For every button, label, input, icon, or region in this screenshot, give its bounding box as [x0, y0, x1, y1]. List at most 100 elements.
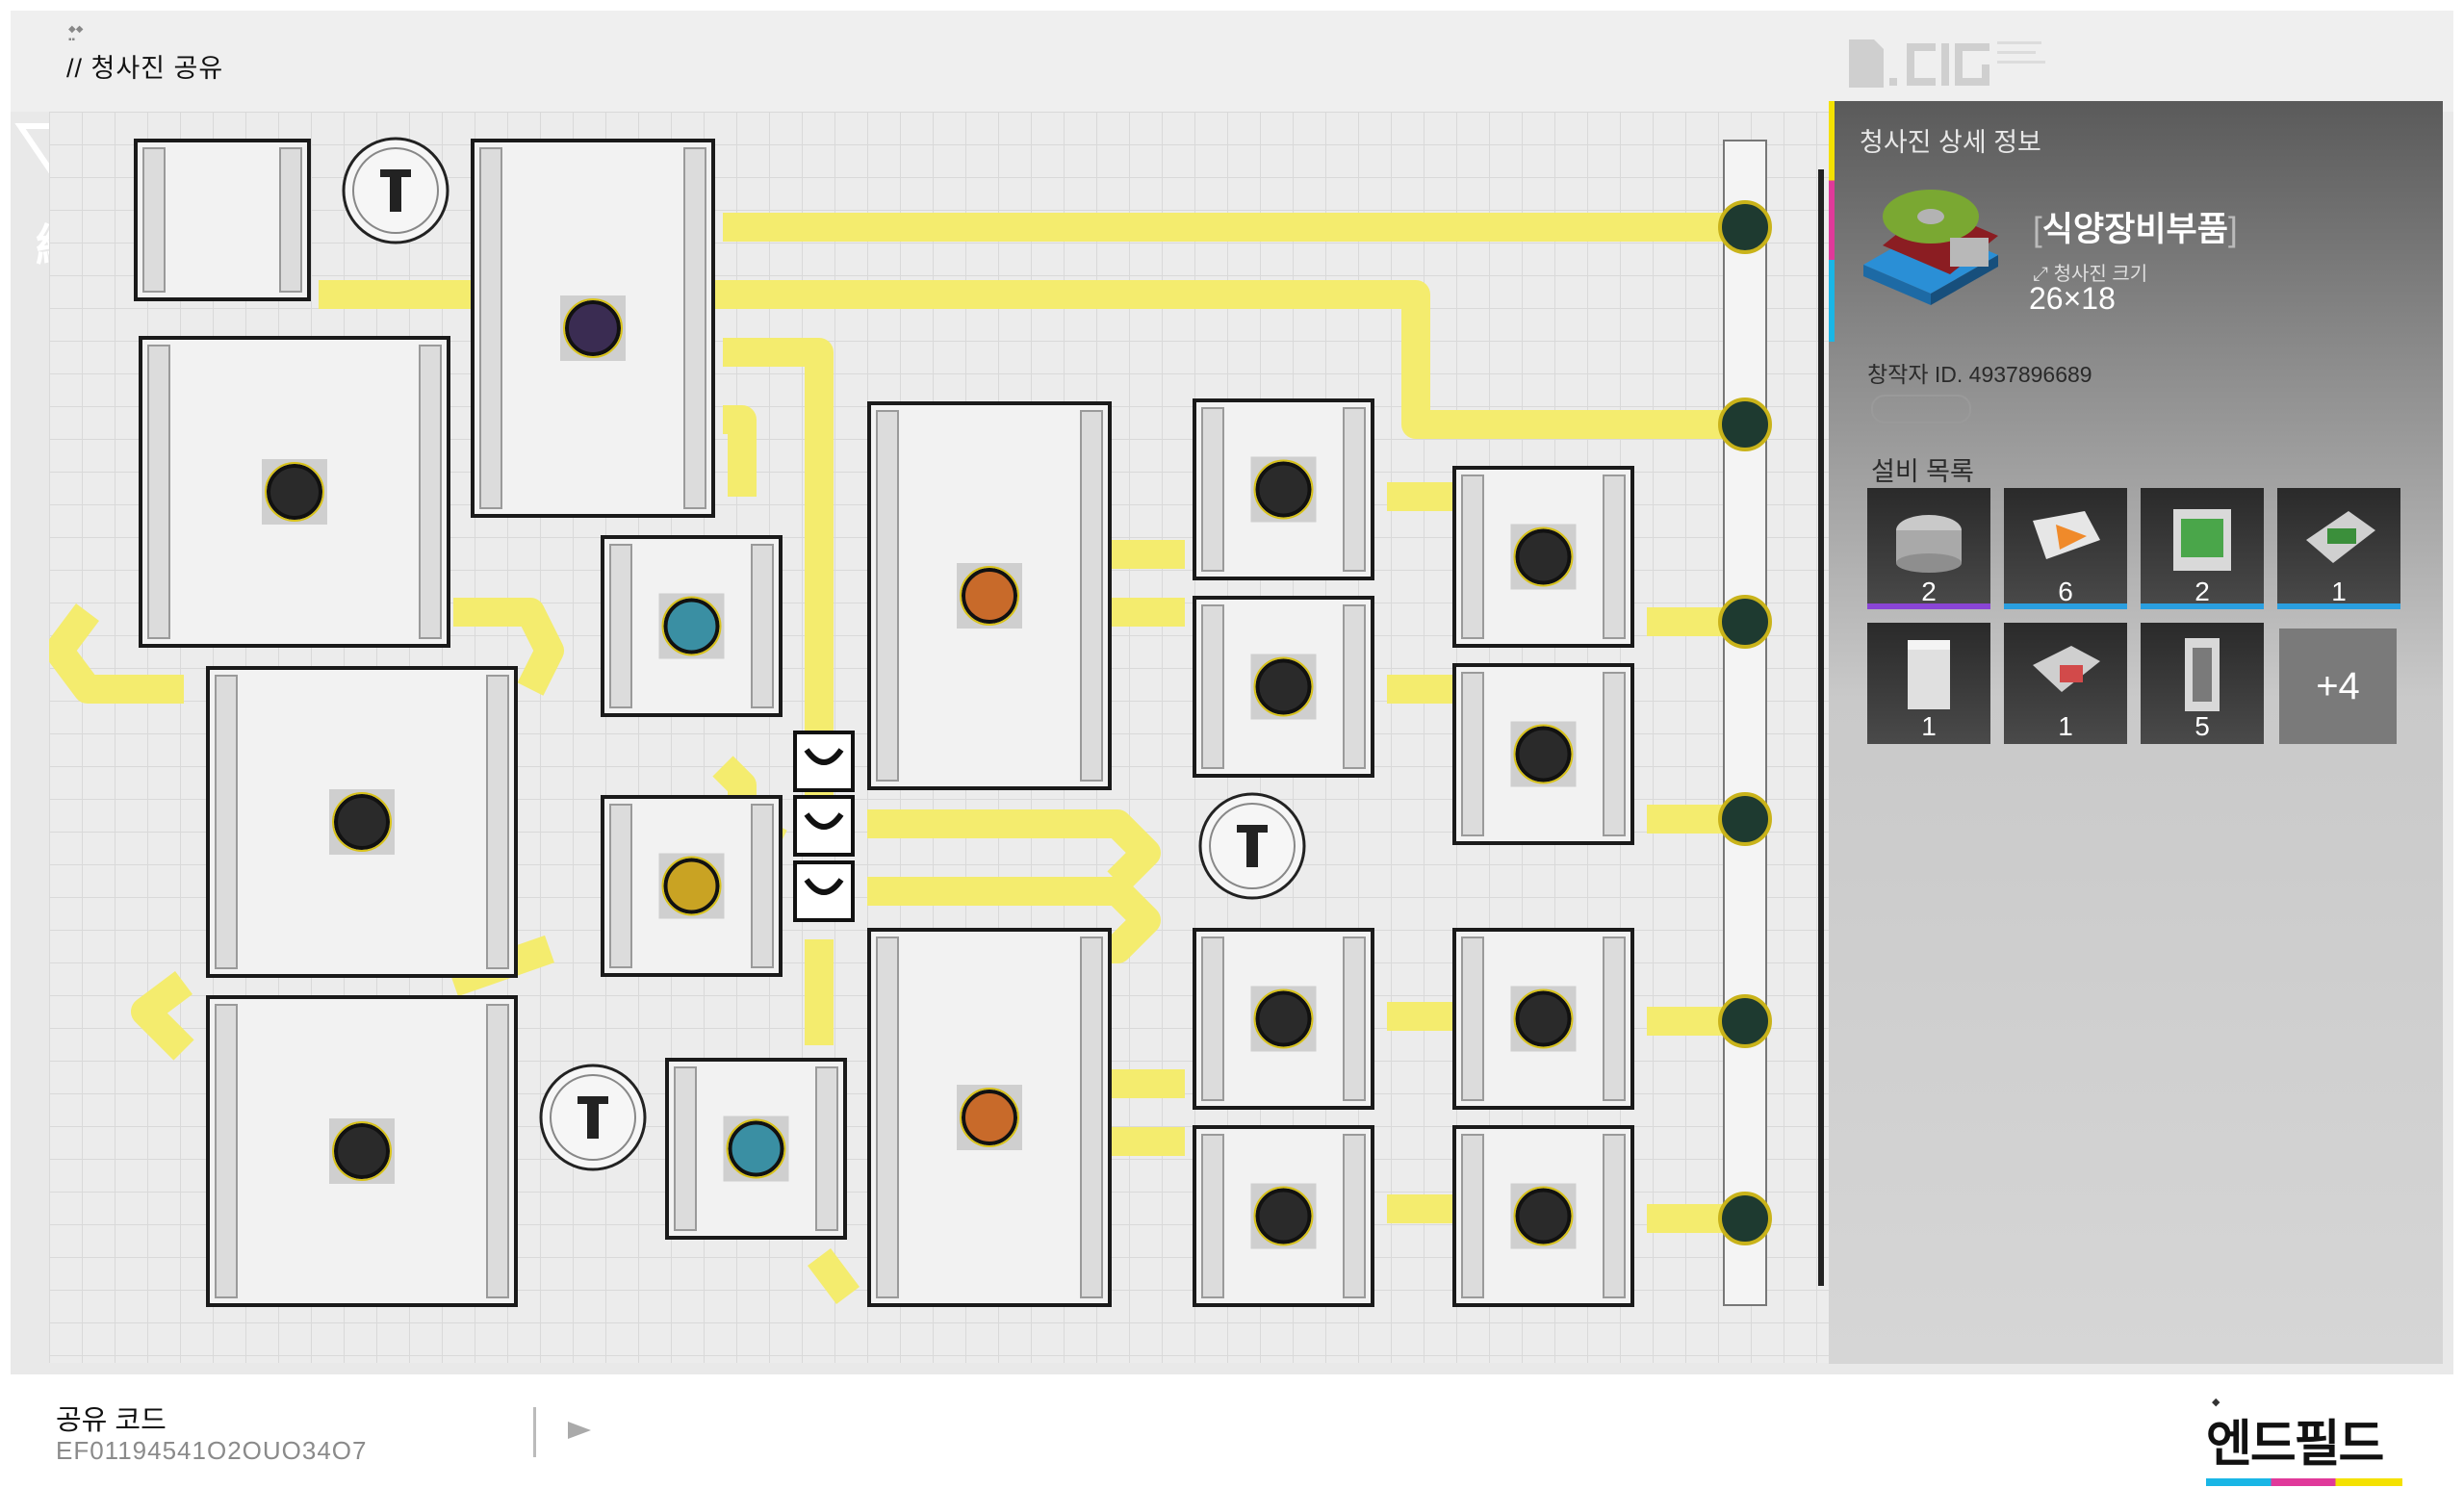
machine-port-column [147, 345, 170, 639]
equipment-tile[interactable]: 1 [2004, 623, 2127, 744]
machine-port-column [751, 804, 774, 968]
collector-rail [1723, 140, 1767, 1306]
item-icon [728, 1120, 784, 1177]
machine-port-column [1603, 1134, 1626, 1298]
header-band [11, 11, 2453, 112]
item-icon [962, 1090, 1017, 1145]
item-icon [1255, 461, 1312, 518]
power-pylon-ring [352, 147, 439, 234]
conveyor-belt [49, 603, 184, 704]
item-icon-ring [661, 596, 722, 656]
refinery-icon [1896, 515, 1962, 573]
machine-port-column [1461, 672, 1484, 836]
share-play-icon[interactable] [568, 1422, 591, 1439]
page-title: // 청사진 공유 [66, 54, 224, 83]
power-pylon-arm [1237, 825, 1268, 833]
item-icon [565, 300, 621, 356]
machine-port-column [609, 544, 632, 708]
more-equipment-button[interactable]: +4 [2279, 629, 2397, 744]
machine-port-column [1603, 475, 1626, 639]
share-code-value[interactable]: EF01194541O2OUO34O7 [56, 1436, 368, 1465]
item-icon-ring [960, 566, 1019, 626]
assembler-icon [2173, 509, 2231, 571]
machine-port-column [1080, 936, 1103, 1298]
machine-port-column [1201, 936, 1224, 1101]
machine-port-column [1461, 1134, 1484, 1298]
conveyor-belt [723, 405, 757, 497]
panel-accent-strip [1829, 101, 1835, 342]
scrollbar [1818, 169, 1824, 1286]
item-icon [1515, 990, 1572, 1047]
item-icon-ring [1253, 988, 1314, 1049]
item-icon-ring [332, 1121, 392, 1181]
creator-badge[interactable] [1871, 395, 1971, 423]
machine-port-column [1343, 407, 1366, 572]
item-icon-ring [661, 856, 722, 916]
creator-id: 창작자 ID. 4937896689 [1867, 362, 2092, 387]
equipment-rarity-bar [1867, 603, 1990, 609]
item-icon-ring [1253, 459, 1314, 520]
machine-port-column [683, 147, 706, 509]
item-icon [1255, 658, 1312, 715]
brand-logo: 엔드필드 [2206, 1417, 2384, 1473]
equipment-tile[interactable]: 1 [2277, 488, 2400, 609]
item-icon-ring [1253, 1186, 1314, 1246]
conveyor-belt [453, 598, 564, 696]
equipment-tile[interactable]: 2 [2141, 488, 2264, 609]
item-icon [663, 598, 720, 654]
machine-port-column [419, 345, 442, 639]
item-icon [334, 1123, 390, 1179]
equipment-tile[interactable]: 1 [1867, 623, 1990, 744]
equipment-tile[interactable]: 2 [1867, 488, 1990, 609]
machine-port-column [1201, 604, 1224, 769]
machine-port-column [876, 936, 899, 1298]
machine-port-column [751, 544, 774, 708]
port-icon [1718, 1192, 1772, 1245]
machine-port-column [815, 1066, 838, 1231]
machine-port-column [1343, 936, 1366, 1101]
equipment-rarity-bar [2141, 603, 2264, 609]
item-icon-ring [332, 792, 392, 852]
shredder-icon [2033, 511, 2100, 559]
item-icon-ring [1513, 526, 1574, 587]
machine-port-column [279, 147, 302, 293]
equipment-count: 5 [2194, 711, 2210, 741]
equipment-rarity-bar [2277, 603, 2400, 609]
tower-rack-icon [2185, 638, 2220, 711]
item-icon [1515, 726, 1572, 782]
conveyor-belt [808, 1248, 860, 1304]
blueprint-size-label: ⤢ 청사진 크기 [2033, 264, 2148, 285]
machine-port-column [674, 1066, 697, 1231]
power-pylon-arm [578, 1096, 608, 1104]
equipment-count: 6 [2058, 577, 2073, 606]
footer-divider [533, 1407, 536, 1457]
machine-port-column [486, 675, 509, 969]
corner-logo-icon [1849, 39, 2045, 88]
power-pylon-ring [1209, 803, 1296, 889]
item-icon [663, 858, 720, 914]
machine-port-column [876, 410, 899, 782]
machine-port-column [479, 147, 502, 509]
port-icon [1718, 994, 1772, 1048]
port-icon [1718, 398, 1772, 451]
equipment-tile[interactable]: 5 [2141, 623, 2264, 744]
blueprint-map [49, 137, 1824, 1307]
item-icon [1515, 1188, 1572, 1244]
conveyor-belt [131, 971, 194, 1061]
power-pylon-ring [550, 1074, 636, 1161]
blueprint-name: [식양장비부품] [2033, 211, 2238, 248]
item-icon-ring [726, 1118, 786, 1179]
power-pylon-arm [380, 169, 411, 177]
brand-color-bar [2206, 1478, 2402, 1486]
machine-port-column [1603, 936, 1626, 1101]
item-icon-ring [1513, 1186, 1574, 1246]
splitter-arc [804, 812, 844, 830]
port-icon [1718, 792, 1772, 846]
blueprint-canvas[interactable] [49, 112, 1839, 1363]
equipment-tile[interactable]: 6 [2004, 488, 2127, 609]
equipment-count: 1 [2331, 577, 2347, 606]
equipment-count: 2 [1921, 577, 1937, 606]
port-icon [1718, 595, 1772, 649]
item-icon [962, 568, 1017, 624]
machine-port-column [1461, 475, 1484, 639]
